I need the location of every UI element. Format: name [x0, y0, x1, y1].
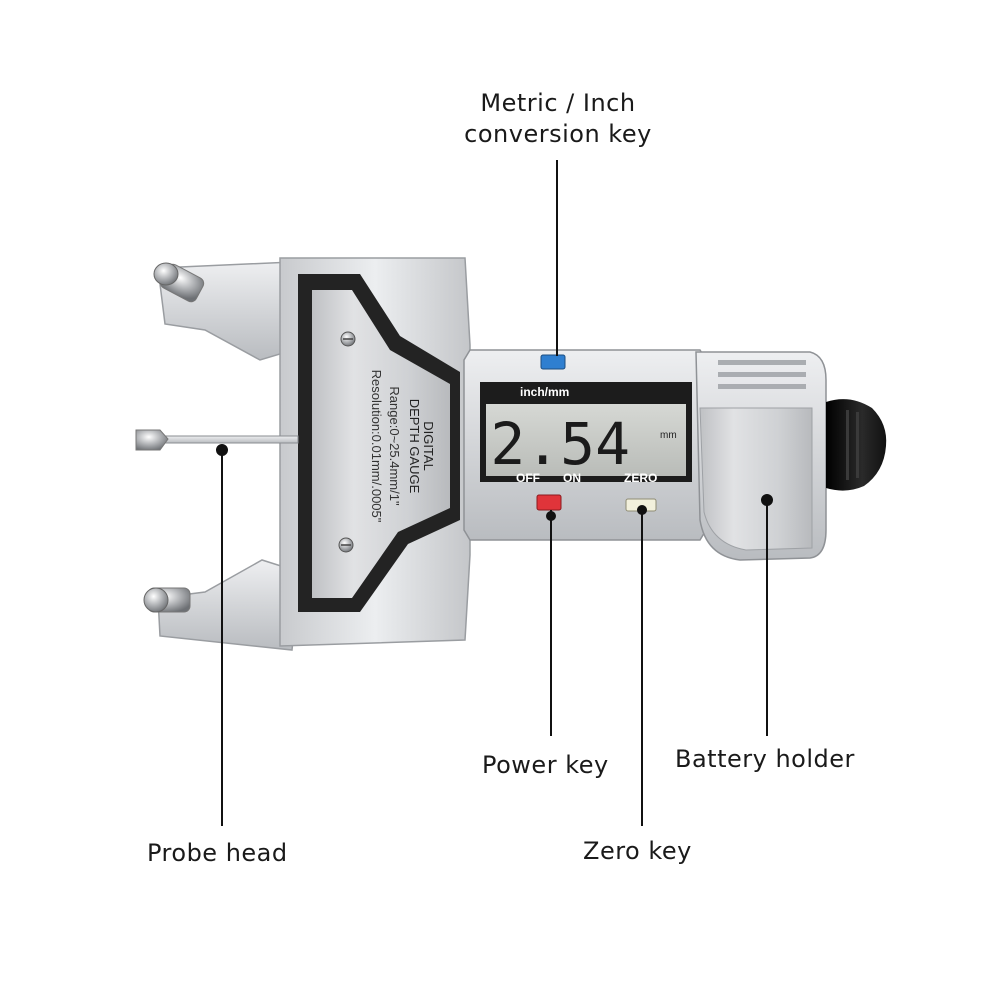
dot-zero	[637, 505, 647, 515]
black-end-knob	[826, 399, 887, 491]
body-text-digital: DIGITAL	[421, 421, 436, 471]
callout-metric-inch-key: Metric / Inch conversion key	[464, 88, 652, 150]
lcd-unit: mm	[660, 430, 677, 441]
body-printing: DIGITAL DEPTH GAUGE Range:0~25.4mm/1" Re…	[369, 370, 436, 523]
dot-probe	[216, 444, 228, 456]
leader-lines	[216, 160, 773, 826]
battery-holder-housing	[695, 351, 827, 561]
body-text-range: Range:0~25.4mm/1"	[387, 386, 402, 506]
label-zero: ZERO	[624, 471, 657, 485]
label-on: ON	[563, 471, 581, 485]
probe	[135, 429, 299, 451]
label-off: OFF	[516, 471, 540, 485]
callout-zero-key: Zero key	[583, 837, 692, 865]
fork-frame	[157, 257, 471, 651]
callout-battery-holder: Battery holder	[675, 745, 855, 773]
contact-pin-top	[153, 262, 205, 303]
body-text-resolution: Resolution:0.01mm/.0005"	[369, 370, 384, 523]
lcd-display: inch/mm 2.54 mm	[480, 382, 692, 482]
callout-metric-line1: Metric / Inch	[480, 89, 636, 117]
metric-inch-key[interactable]	[540, 354, 566, 370]
contact-pin-bottom	[143, 587, 191, 613]
power-key[interactable]	[536, 494, 562, 511]
callout-metric-line2: conversion key	[464, 120, 652, 148]
lcd-unit-header: inch/mm	[520, 385, 569, 399]
dot-battery	[761, 494, 773, 506]
lcd-reading: 2.54	[490, 410, 630, 478]
callout-power-key: Power key	[482, 751, 609, 779]
dot-power	[546, 511, 556, 521]
callout-probe-head: Probe head	[147, 839, 288, 867]
body-text-depth-gauge: DEPTH GAUGE	[407, 399, 422, 494]
